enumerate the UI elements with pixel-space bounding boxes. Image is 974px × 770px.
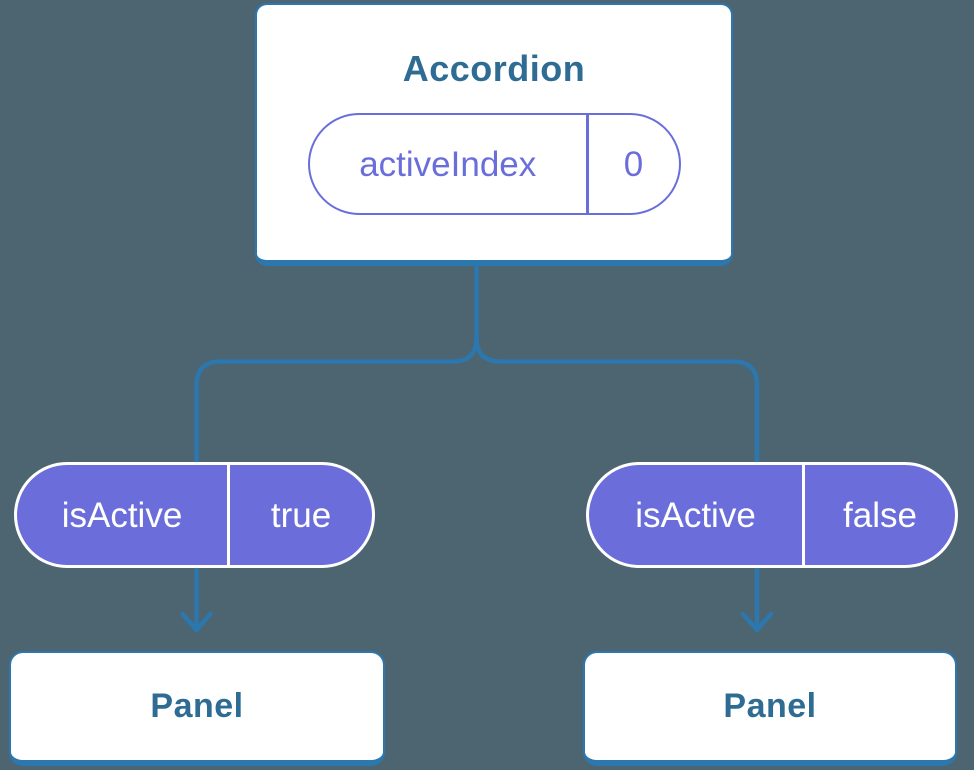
- accordion-card: Accordion activeIndex 0: [255, 3, 733, 266]
- prop-pill-right: isActive false: [586, 462, 958, 568]
- panel-label-right: Panel: [723, 687, 817, 725]
- state-name: activeIndex: [359, 144, 537, 184]
- prop-pill-right-divider: [802, 465, 805, 565]
- prop-pill-left: isActive true: [14, 462, 375, 568]
- connector-branch-right: [474, 335, 760, 469]
- accordion-title: Accordion: [402, 48, 586, 89]
- prop-name-right: isActive: [635, 495, 756, 535]
- prop-name-left: isActive: [61, 495, 183, 535]
- prop-value-left: true: [270, 495, 332, 535]
- panel-card-right: Panel: [583, 651, 957, 766]
- prop-value-right: false: [843, 495, 917, 535]
- arrow-right-head-icon: [740, 611, 774, 633]
- panel-label-left: Panel: [150, 687, 244, 725]
- arrow-left-head-icon: [180, 611, 213, 633]
- connector-branch-left: [194, 259, 479, 469]
- state-value: 0: [623, 144, 644, 184]
- panel-card-left: Panel: [9, 651, 385, 766]
- prop-pill-left-divider: [227, 465, 230, 565]
- state-pill: activeIndex 0: [307, 113, 681, 215]
- state-pill-divider: [586, 115, 589, 213]
